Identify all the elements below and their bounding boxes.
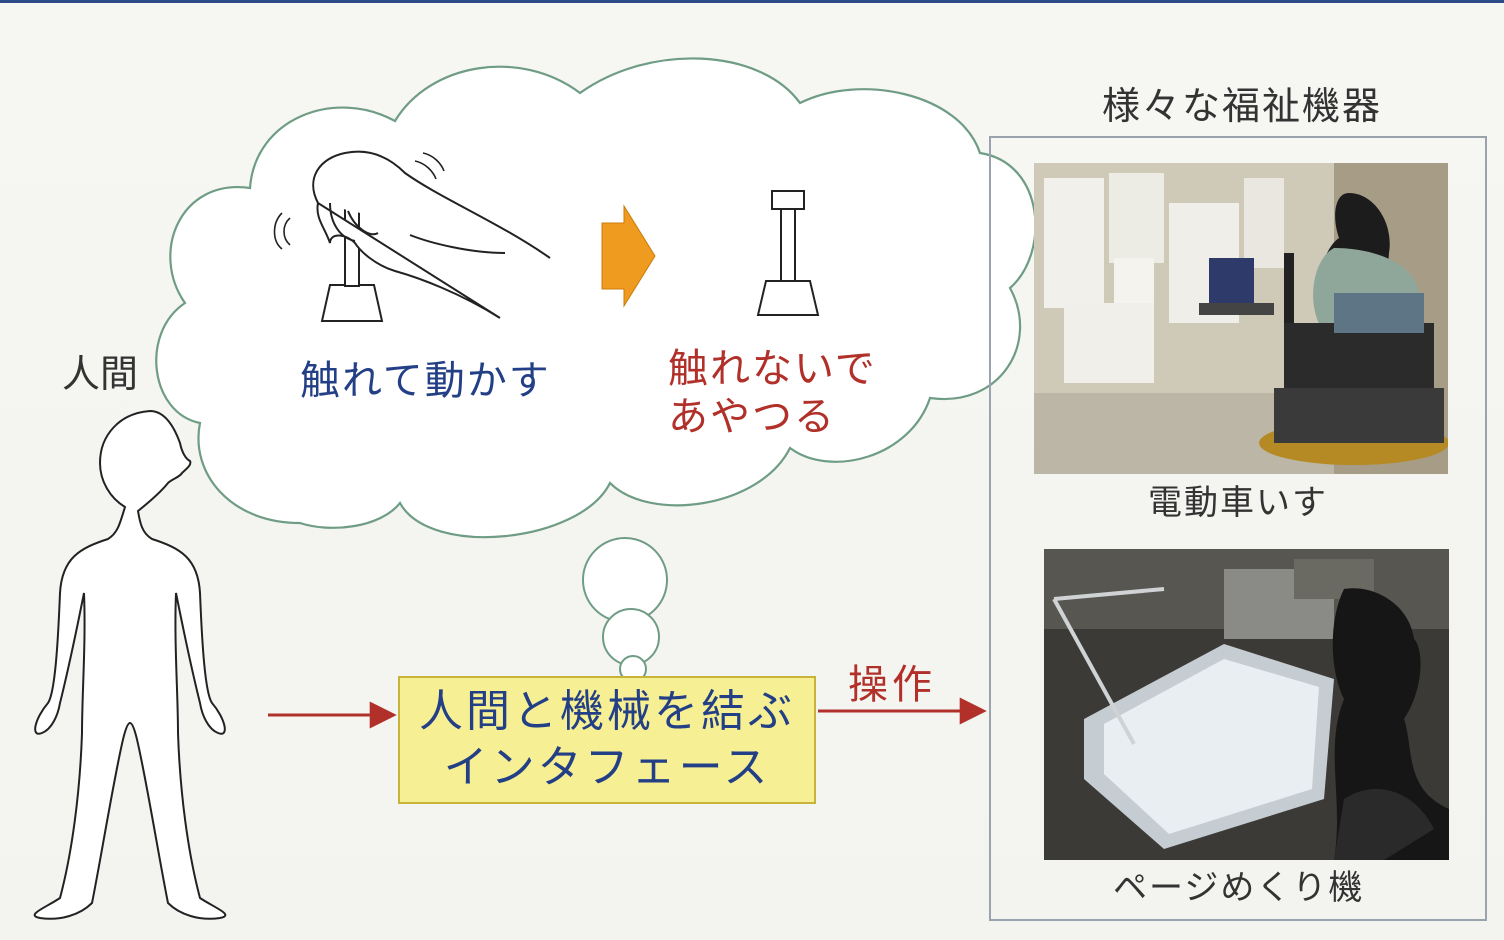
wheelchair-caption: 電動車いす: [1148, 483, 1328, 523]
interface-line2: インタフェース: [443, 742, 771, 793]
no-touch-line2: あやつる: [668, 394, 836, 440]
joystick-icon: [756, 190, 820, 316]
operation-label: 操作: [848, 662, 936, 708]
wheelchair-photo: [1034, 163, 1448, 474]
devices-frame: [989, 136, 1487, 921]
page-turner-caption: ページめくり機: [1113, 868, 1365, 908]
page-turner-photo: [1044, 549, 1449, 860]
touch-move-label: 触れて動かす: [300, 358, 551, 404]
transition-arrow-icon: [601, 204, 656, 308]
interface-line1: 人間と機械を結ぶ: [419, 686, 795, 737]
human-silhouette: [33, 409, 227, 920]
no-touch-line1: 触れないで: [668, 346, 877, 392]
hand-joystick-icon: [273, 150, 551, 322]
devices-title: 様々な福祉機器: [1102, 84, 1383, 128]
interface-box: 人間と機械を結ぶ インタフェース: [398, 676, 816, 804]
thought-cloud: [155, 57, 1037, 539]
line-art: [33, 57, 1037, 920]
human-label: 人間: [62, 352, 139, 396]
no-touch-label: 触れないで あやつる: [668, 345, 908, 441]
